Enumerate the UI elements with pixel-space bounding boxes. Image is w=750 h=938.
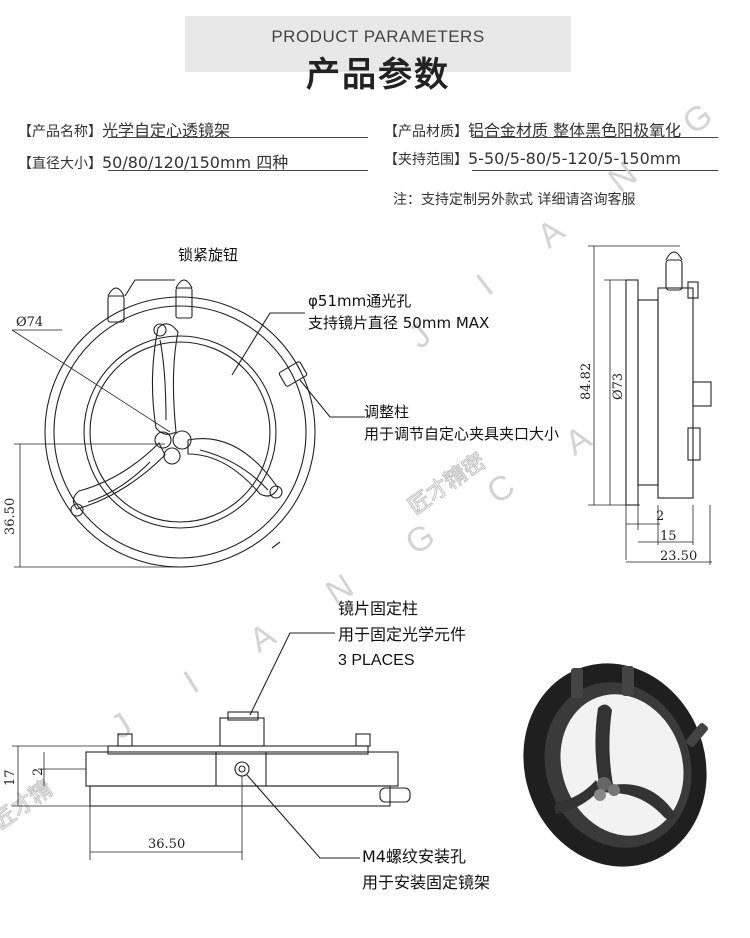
lens-post-label-2: 用于固定光学元件 [338,625,467,644]
param-diameter: 【直径大小】50/80/120/150mm 四种 [18,149,288,173]
param-diameter-value: 50/80/120/150mm 四种 [102,153,289,172]
svg-text:J I A N G C: J I A N G C [402,20,750,357]
param-material-underline [472,137,718,138]
param-range: 【夹持范围】5-50/5-80/5-120/5-150mm [384,149,681,169]
header-title-en: PRODUCT PARAMETERS [271,27,485,46]
lock-knob-label: 锁紧旋钮 [178,246,239,264]
param-material-label: 【产品材质】 [384,124,468,140]
dim-3650-front: 36.50 [3,498,18,535]
param-range-value: 5-50/5-80/5-120/5-150mm [468,149,681,168]
dim-2: 2 [656,509,664,524]
dim-2350: 23.50 [660,549,697,564]
param-material-value: 铝合金材质 整体黑色阳极氧化 [468,121,682,140]
product-render [523,663,708,867]
mount-hole-label-1: M4螺纹安装孔 [362,847,466,866]
side-view [588,245,712,565]
lock-knob [107,279,308,387]
param-diameter-label: 【直径大小】 [18,156,102,172]
header-title-cn: 产品参数 [306,55,450,95]
param-range-underline [472,170,718,171]
param-name-label: 【产品名称】 [18,124,102,140]
param-name: 【产品名称】光学自定心透镜架 [18,117,230,141]
param-range-label: 【夹持范围】 [384,152,468,168]
front-view [11,279,365,568]
lens-post-label-3: 3 PLACES [338,652,415,669]
dim-d74: Ø74 [16,315,43,330]
aperture-label-1: φ51mm通光孔 [308,292,412,310]
aperture-label-2: 支持镜片直径 50mm MAX [308,314,490,332]
header-banner [185,16,571,72]
dimension-labels: Ø74 36.50 84.82 Ø73 2 15 23.50 17 2 36.5… [3,315,697,852]
adjust-post-label-2: 用于调节自定心夹具夹口大小 [364,425,560,443]
dim-3650-bottom: 36.50 [148,837,185,852]
dim-17: 17 [3,769,18,786]
param-material: 【产品材质】铝合金材质 整体黑色阳极氧化 [384,117,681,141]
custom-note: 注：支持定制另外款式 详细请咨询客服 [393,192,636,208]
param-diameter-underline [108,170,368,171]
lens-post-label-1: 镜片固定柱 [338,599,419,618]
dim-2-bottom: 2 [31,768,46,776]
dim-15: 15 [660,529,677,544]
dim-8482: 84.82 [579,363,594,400]
dim-d73: Ø73 [611,373,626,400]
bottom-view [12,632,411,860]
adjust-post-label-1: 调整柱 [364,403,410,421]
param-name-underline [108,137,368,138]
mount-hole-label-2: 用于安装固定镜架 [362,873,491,892]
param-name-value: 光学自定心透镜架 [102,121,231,140]
